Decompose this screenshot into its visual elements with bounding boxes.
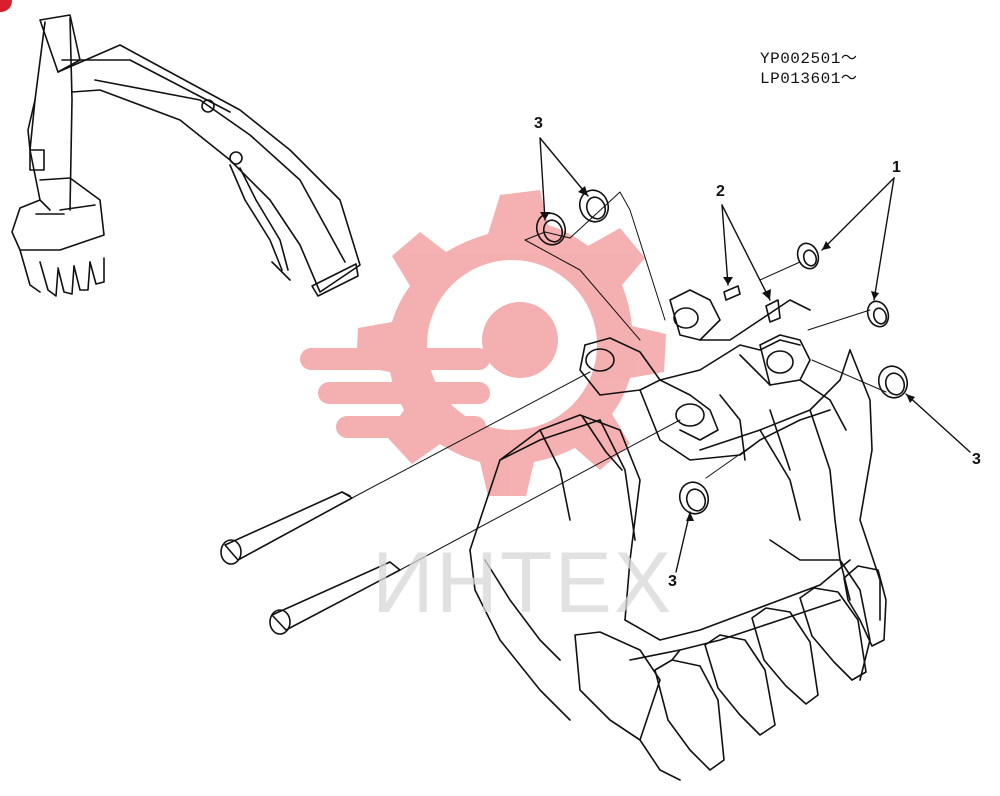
serial-range-2: LP013601～	[760, 70, 858, 88]
bucket	[469, 349, 887, 781]
bucket-pin-lower	[269, 419, 681, 635]
callout-part-2: 2	[716, 183, 725, 200]
shim-ring-bottom	[678, 481, 710, 515]
watermark-text: ИНТЕХ	[372, 535, 674, 631]
serial-range-1: YP002501～	[760, 50, 858, 68]
callout-part-1: 1	[892, 159, 901, 176]
callout-leaders	[539, 137, 971, 573]
lock-bolt-a	[723, 285, 741, 301]
snap-ring-lower	[866, 300, 890, 328]
lock-bolt-b	[765, 299, 781, 323]
assembly-guide-lines	[524, 191, 887, 479]
shim-ring-top-left-b	[578, 189, 610, 223]
line-drawing	[11, 14, 971, 781]
callout-arrowheads	[540, 186, 915, 521]
shim-ring-right	[877, 365, 909, 399]
excavator-boom-arm	[11, 14, 361, 297]
callout-part-3-bottom: 3	[668, 573, 677, 590]
callout-part-3-right: 3	[972, 451, 981, 468]
watermark-gear-icon	[300, 190, 666, 496]
snap-ring-upper	[796, 242, 820, 270]
bucket-pin-upper	[220, 371, 591, 565]
callout-part-3-top: 3	[534, 115, 543, 132]
bucket-bracket	[579, 289, 847, 471]
